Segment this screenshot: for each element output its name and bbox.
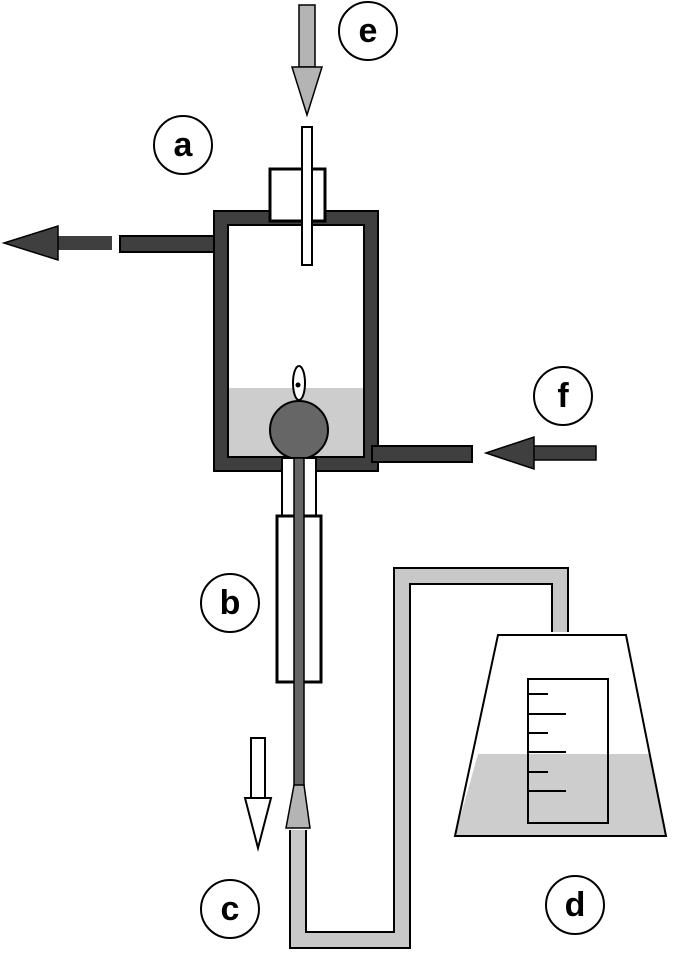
inlet-arrow-e	[290, 4, 324, 118]
svg-text:f: f	[557, 377, 569, 415]
outlet-stem	[275, 457, 323, 829]
flow-arrow-c	[243, 737, 273, 852]
label-a: a	[153, 115, 213, 175]
gas-outlet-arrow	[1, 224, 221, 262]
inlet-tube	[301, 126, 313, 266]
label-e: e	[338, 1, 398, 61]
inlet-pipe-f	[371, 445, 473, 463]
top-stopper	[268, 126, 327, 266]
collection-flask	[453, 634, 668, 837]
svg-text:b: b	[220, 584, 241, 622]
graduation-marks	[528, 693, 566, 792]
label-f: f	[533, 366, 593, 426]
svg-text:e: e	[359, 12, 378, 50]
svg-text:c: c	[221, 890, 240, 928]
ball-float	[269, 365, 329, 460]
svg-text:d: d	[565, 886, 586, 924]
inlet-arrow-f	[483, 435, 597, 471]
capillary-tube	[293, 457, 305, 789]
label-b: b	[200, 573, 260, 633]
svg-text:a: a	[174, 126, 194, 164]
label-d: d	[545, 875, 605, 935]
connecting-tube	[289, 567, 569, 949]
label-c: c	[200, 879, 260, 939]
flask-liquid	[455, 754, 666, 836]
